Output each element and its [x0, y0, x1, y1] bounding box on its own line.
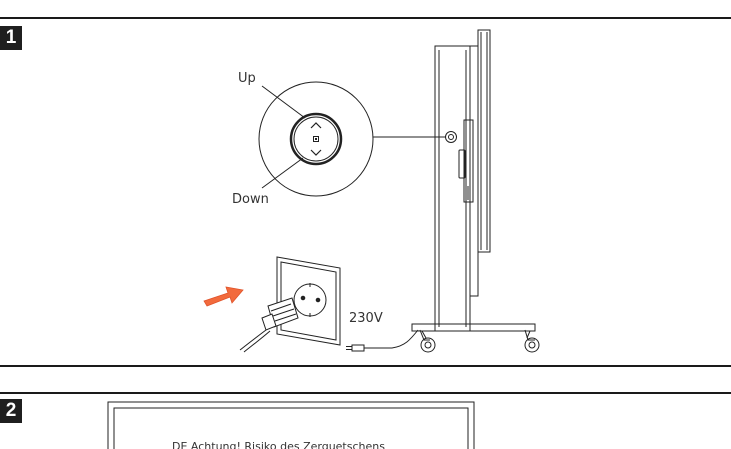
warning-text: DE Achtung! Risiko des Zerquetschens: [172, 440, 385, 449]
center-indicator-icon: [313, 136, 319, 142]
warning-panel: [107, 401, 475, 449]
display-stand: [411, 29, 536, 339]
down-chevron-icon[interactable]: [310, 149, 322, 156]
plug-insertion-icon: [239, 297, 299, 353]
section-divider-top: [0, 392, 731, 394]
control-panel-magnifier: [258, 81, 447, 197]
step-1-badge: 1: [0, 26, 22, 50]
caster-wheel-icon: [419, 329, 436, 353]
insert-direction-arrow: [203, 286, 244, 307]
voltage-label: 230V: [349, 311, 383, 326]
power-cable: [364, 329, 419, 349]
power-plug-icon: [346, 344, 365, 352]
caster-wheel-icon: [524, 329, 540, 353]
down-label: Down: [232, 192, 269, 207]
section-divider-bottom: [0, 365, 731, 367]
step-2-badge: 2: [0, 399, 22, 423]
stand-control-button[interactable]: [445, 131, 457, 143]
up-label: Up: [238, 71, 256, 86]
top-rule: [0, 17, 731, 19]
up-chevron-icon[interactable]: [310, 122, 322, 129]
